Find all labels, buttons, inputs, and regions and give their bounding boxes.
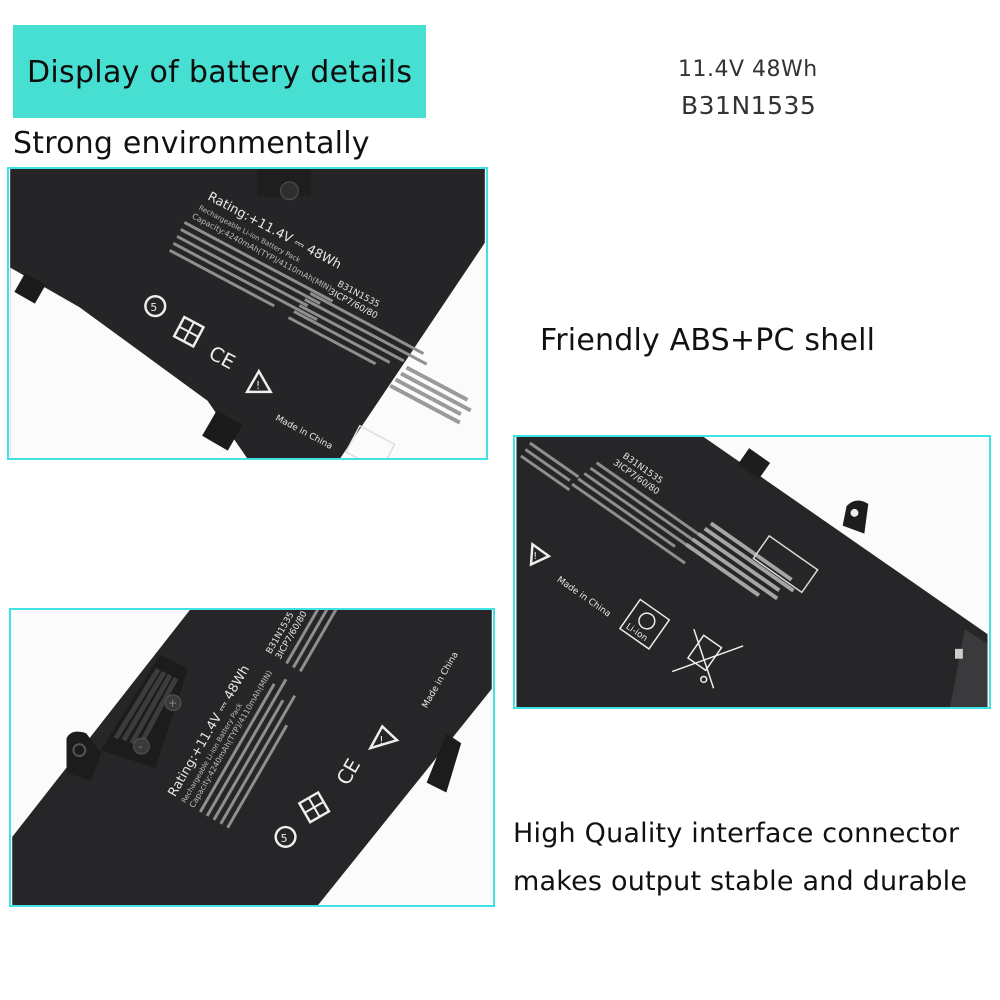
battery-illustration: + - Rating:+11.4V ⎓ 48Wh Rechargeable Li…: [12, 610, 492, 905]
recycle-grid-icon: [172, 315, 206, 349]
recycle-5-icon: 5: [144, 295, 167, 318]
banner-title: Display of battery details: [27, 55, 413, 90]
warning-icon: !: [244, 368, 273, 394]
title-banner: [13, 25, 426, 118]
feature-connector-line2: makes output stable and durable: [513, 866, 968, 897]
svg-text:5: 5: [281, 832, 288, 845]
spec-voltage-capacity: 11.4V 48Wh: [678, 57, 818, 82]
warning-icon: !: [529, 541, 552, 567]
recycle-5-icon: 5: [274, 825, 297, 849]
svg-text:!: !: [256, 379, 260, 392]
battery-illustration: Rating:+11.4V ⎓ 48Wh Rechargeable Li-ion…: [10, 169, 485, 458]
warning-icon: !: [367, 724, 400, 751]
connector-icon: + -: [66, 654, 188, 781]
svg-text:5: 5: [150, 301, 157, 314]
weee-bin-icon: [671, 628, 744, 689]
svg-text:-: -: [139, 740, 143, 753]
battery-photo-bottom-left: + - Rating:+11.4V ⎓ 48Wh Rechargeable Li…: [9, 608, 495, 907]
feature-connector-line1: High Quality interface connector: [513, 818, 960, 849]
svg-text:!: !: [379, 734, 383, 747]
battery-photo-top-left: Rating:+11.4V ⎓ 48Wh Rechargeable Li-ion…: [7, 167, 488, 460]
feature-shell: Friendly ABS+PC shell: [540, 323, 876, 358]
spec-model: B31N1535: [681, 91, 817, 120]
battery-illustration: B31N1535 3ICP7/60/80 ! Made in Chi: [516, 437, 988, 707]
battery-photo-right: B31N1535 3ICP7/60/80 ! Made in Chi: [513, 435, 991, 709]
svg-text:+: +: [168, 697, 177, 710]
svg-text:!: !: [533, 551, 537, 562]
recycle-grid-icon: [297, 790, 331, 824]
feature-environment: Strong environmentally: [13, 126, 370, 161]
